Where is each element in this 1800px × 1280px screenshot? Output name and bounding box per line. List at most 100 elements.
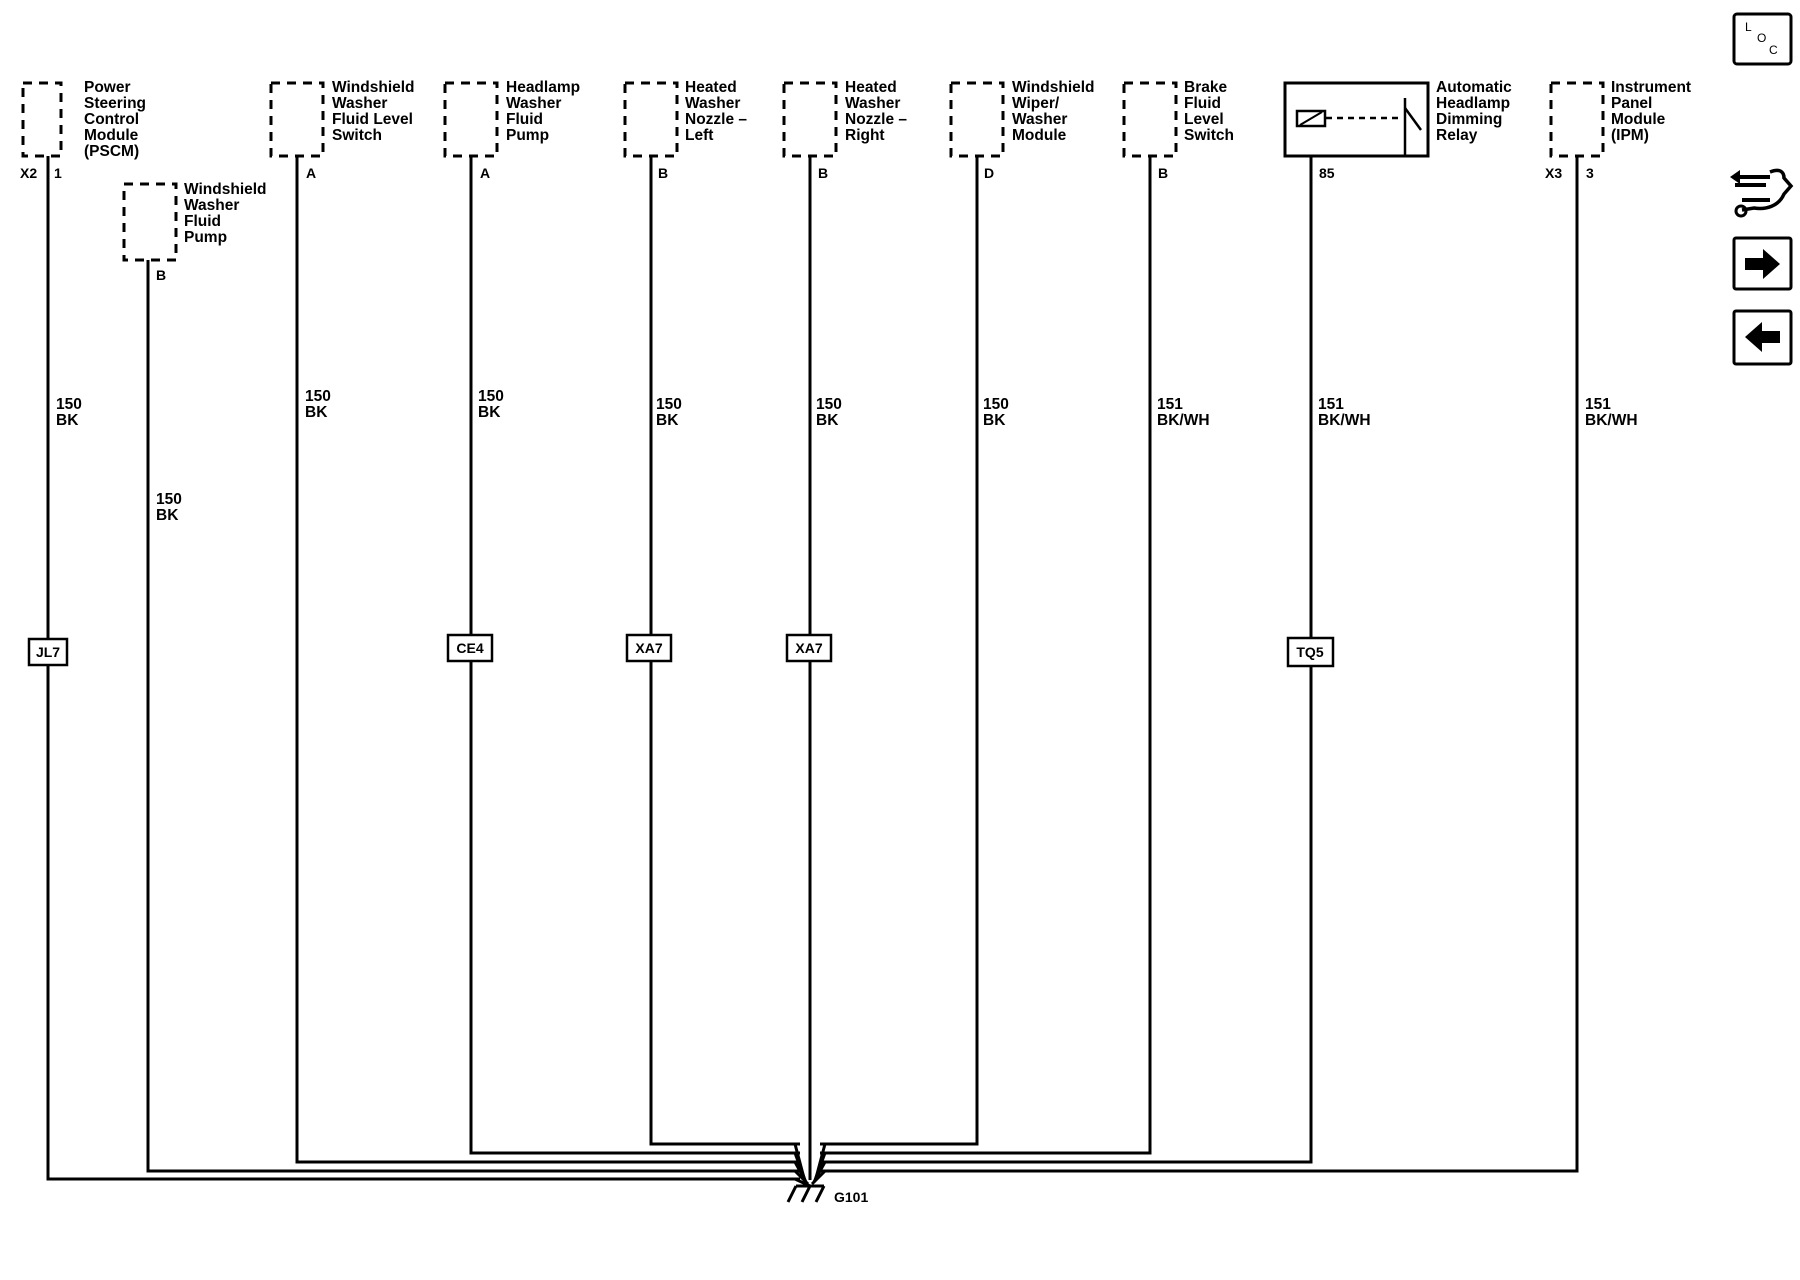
circuit-number: 150 bbox=[56, 396, 82, 413]
splice-ce4[interactable]: CE4 bbox=[446, 633, 494, 663]
component-label-line: Module bbox=[84, 127, 139, 144]
component-label-line: Washer bbox=[845, 95, 900, 112]
splice-label: XA7 bbox=[795, 640, 822, 656]
relay-box bbox=[1283, 81, 1430, 158]
component-label-line: Panel bbox=[1611, 95, 1652, 112]
circuit-number: 151 bbox=[1585, 396, 1611, 413]
component-heated-washer-nozzle-left[interactable]: Heated Washer Nozzle – Left B 150 BK bbox=[623, 79, 747, 429]
wire-harness bbox=[46, 156, 1579, 1188]
pin-label: D bbox=[984, 165, 994, 181]
pin-label: B bbox=[156, 267, 166, 283]
component-label-line: Nozzle – bbox=[685, 111, 747, 128]
pin-label: 3 bbox=[1586, 165, 1594, 181]
component-label-line: Fluid Level bbox=[332, 111, 413, 128]
connector-view-button[interactable] bbox=[1730, 168, 1794, 218]
loc-letter: O bbox=[1757, 31, 1766, 45]
component-box bbox=[122, 182, 178, 262]
wire-color: BK bbox=[656, 412, 679, 429]
component-label-line: Heated bbox=[685, 79, 737, 96]
component-windshield-washer-fluid-pump[interactable]: Windshield Washer Fluid Pump B 150 BK bbox=[122, 181, 267, 524]
relay-switch-blade bbox=[1403, 107, 1423, 131]
component-label-line: Brake bbox=[1184, 79, 1227, 96]
arrow-right-icon bbox=[1745, 249, 1780, 279]
component-box bbox=[1122, 81, 1178, 158]
component-label-line: Switch bbox=[1184, 127, 1234, 144]
component-label-line: Fluid bbox=[506, 111, 543, 128]
component-label-line: Wiper/ bbox=[1012, 95, 1060, 112]
pin-label: B bbox=[1158, 165, 1168, 181]
component-label-line: Steering bbox=[84, 95, 146, 112]
wire-color: BK bbox=[305, 404, 328, 421]
component-headlamp-washer-fluid-pump[interactable]: Headlamp Washer Fluid Pump A 150 BK bbox=[443, 79, 580, 421]
arrow-left-icon bbox=[1745, 322, 1780, 352]
wire-color: BK/WH bbox=[1585, 412, 1638, 429]
connector-label: X2 bbox=[20, 165, 37, 181]
loc-button[interactable]: L O C bbox=[1732, 12, 1793, 66]
component-label-line: Windshield bbox=[184, 181, 267, 198]
ground-symbol-icon bbox=[786, 1184, 826, 1203]
splice-xa7-right[interactable]: XA7 bbox=[785, 633, 833, 663]
component-instrument-panel-module[interactable]: Instrument Panel Module (IPM) X3 3 151 B… bbox=[1545, 79, 1691, 429]
component-label-line: Power bbox=[84, 79, 131, 96]
wire-color: BK bbox=[478, 404, 501, 421]
component-label-line: Module bbox=[1012, 127, 1067, 144]
component-box bbox=[1549, 81, 1605, 158]
component-label-line: Washer bbox=[332, 95, 387, 112]
circuit-number: 151 bbox=[1318, 396, 1344, 413]
splice-label: JL7 bbox=[36, 644, 60, 660]
component-box bbox=[21, 81, 63, 158]
splice-tq5[interactable]: TQ5 bbox=[1286, 636, 1335, 668]
component-wiper-washer-module[interactable]: Windshield Wiper/ Washer Module D 150 BK bbox=[949, 79, 1095, 429]
component-box bbox=[623, 81, 679, 158]
component-label-line: Fluid bbox=[184, 213, 221, 230]
component-label-line: Relay bbox=[1436, 127, 1478, 144]
wire-headlamp-relay bbox=[820, 156, 1313, 1164]
component-label-line: Heated bbox=[845, 79, 897, 96]
component-box bbox=[782, 81, 838, 158]
component-label-line: Pump bbox=[184, 229, 227, 246]
splice-xa7-left[interactable]: XA7 bbox=[625, 633, 673, 663]
component-label-line: Control bbox=[84, 111, 139, 128]
component-label-line: Right bbox=[845, 127, 885, 144]
component-label-line: Headlamp bbox=[1436, 95, 1510, 112]
wire-ipm bbox=[820, 156, 1579, 1173]
circuit-number: 150 bbox=[983, 396, 1009, 413]
pin-label: A bbox=[480, 165, 490, 181]
loc-letter: L bbox=[1745, 20, 1752, 34]
wire-fluid-level-switch bbox=[295, 156, 800, 1164]
pin-label: B bbox=[818, 165, 828, 181]
circuit-number: 150 bbox=[656, 396, 682, 413]
component-label-line: (IPM) bbox=[1611, 127, 1649, 144]
component-washer-fluid-level-switch[interactable]: Windshield Washer Fluid Level Switch A 1… bbox=[269, 79, 415, 421]
component-pscm[interactable]: Power Steering Control Module (PSCM) X2 … bbox=[20, 79, 146, 429]
previous-page-button[interactable] bbox=[1732, 309, 1793, 366]
wire-brake-switch bbox=[820, 156, 1152, 1155]
wire-color: BK bbox=[156, 507, 179, 524]
component-label-line: Washer bbox=[184, 197, 239, 214]
component-label-line: Left bbox=[685, 127, 713, 144]
wire-wiper-module bbox=[820, 156, 979, 1146]
wire-color: BK bbox=[816, 412, 839, 429]
splice-label: CE4 bbox=[456, 640, 483, 656]
component-label-line: Washer bbox=[506, 95, 561, 112]
splice-box bbox=[1286, 636, 1335, 668]
pin-label: B bbox=[658, 165, 668, 181]
component-headlamp-dimming-relay[interactable]: Automatic Headlamp Dimming Relay 85 151 … bbox=[1283, 79, 1512, 429]
wire-pscm bbox=[46, 156, 800, 1181]
component-brake-fluid-level-switch[interactable]: Brake Fluid Level Switch B 151 BK/WH bbox=[1122, 79, 1234, 429]
ground-label: G101 bbox=[834, 1189, 868, 1205]
splice-jl7[interactable]: JL7 bbox=[27, 637, 69, 667]
pin-label: 1 bbox=[54, 165, 62, 181]
component-heated-washer-nozzle-right[interactable]: Heated Washer Nozzle – Right B 150 BK bbox=[782, 79, 907, 429]
ground-g101[interactable]: G101 bbox=[786, 1184, 868, 1205]
circuit-number: 151 bbox=[1157, 396, 1183, 413]
circuit-number: 150 bbox=[305, 388, 331, 405]
component-label-line: Level bbox=[1184, 111, 1224, 128]
component-label-line: Washer bbox=[1012, 111, 1067, 128]
component-label-line: Nozzle – bbox=[845, 111, 907, 128]
ground-convergence bbox=[793, 1143, 827, 1188]
splice-box bbox=[446, 633, 494, 663]
component-label-line: Headlamp bbox=[506, 79, 580, 96]
next-page-button[interactable] bbox=[1732, 236, 1793, 291]
